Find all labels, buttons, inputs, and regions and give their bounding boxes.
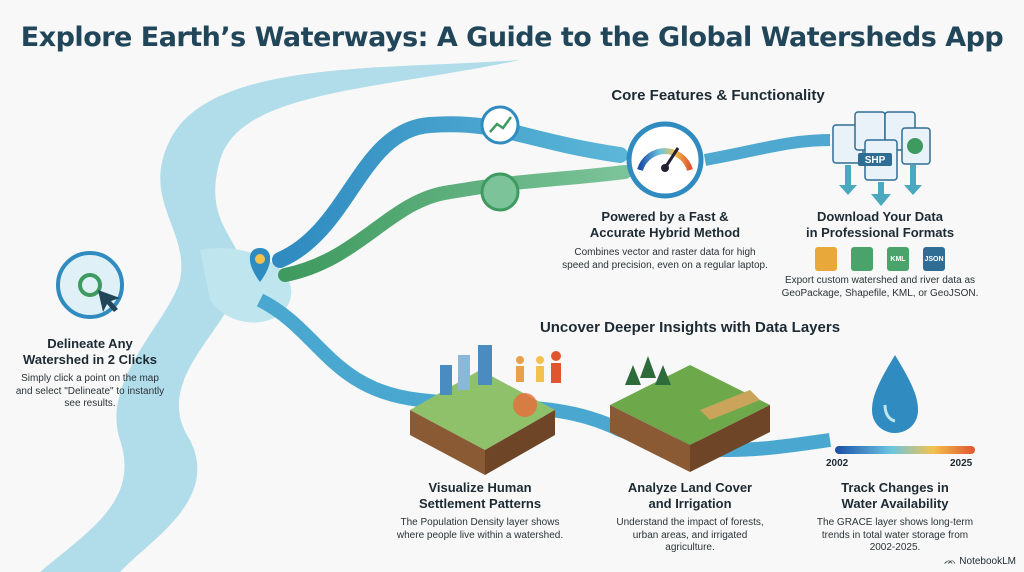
grace-color-bar <box>835 446 975 454</box>
shapefile-icon <box>851 247 873 271</box>
raster-icon <box>480 172 520 212</box>
geojson-icon: JSON <box>923 247 945 271</box>
notebooklm-branding: ᨏ NotebookLM <box>944 556 1016 567</box>
branch-green <box>278 165 632 282</box>
notebooklm-icon: ᨏ <box>943 556 957 567</box>
svg-text:SHP: SHP <box>865 155 886 166</box>
download-title-1: Download Your Data <box>817 209 943 224</box>
hybrid-title-1: Powered by a Fast & <box>601 209 729 224</box>
delineate-desc: Simply click a point on the map and sele… <box>15 373 165 409</box>
landcover-desc: Understand the impact of forests, urban … <box>616 517 764 553</box>
water-title-2: Water Availability <box>841 496 949 511</box>
hybrid-feature: Powered by a Fast & Accurate Hybrid Meth… <box>560 209 770 272</box>
cursor-icon <box>56 251 124 319</box>
trend-icon <box>480 105 520 145</box>
download-title-2: in Professional Formats <box>805 225 955 240</box>
delineate-feature: Delineate Any Watershed in 2 Clicks Simp… <box>0 336 180 411</box>
landcover-title-2: and Irrigation <box>648 496 732 511</box>
hybrid-desc: Combines vector and raster data for high… <box>562 247 768 271</box>
geopackage-icon <box>815 247 837 271</box>
branch-upper <box>272 116 628 268</box>
landcover-feature: Analyze Land Cover and Irrigation Unders… <box>610 480 770 555</box>
main-river <box>40 60 520 572</box>
page-title: Explore Earth’s Waterways: A Guide to th… <box>20 22 1004 53</box>
download-desc: Export custom watershed and river data a… <box>781 275 979 299</box>
kml-icon: KML <box>887 247 909 271</box>
water-feature: Track Changes in Water Availability The … <box>815 480 975 555</box>
map-pin-icon <box>249 248 271 282</box>
hybrid-title-2: Accurate Hybrid Method <box>589 225 741 240</box>
delineate-title-1: Delineate Any <box>47 336 133 351</box>
landcover-title-1: Analyze Land Cover <box>627 480 753 495</box>
people-icon <box>516 351 561 383</box>
delineate-title-2: Watershed in 2 Clicks <box>23 352 157 367</box>
branch-files <box>703 134 831 166</box>
gauge-icon <box>626 121 704 199</box>
water-title-1: Track Changes in <box>841 480 949 495</box>
water-drop-icon <box>872 355 918 433</box>
water-desc: The GRACE layer shows long-term trends i… <box>816 517 974 553</box>
insights-heading: Uncover Deeper Insights with Data Layers <box>539 319 841 336</box>
settlement-block <box>410 345 555 475</box>
file-stack-icon: SHP <box>832 111 931 206</box>
year-end: 2025 <box>950 458 973 469</box>
year-start: 2002 <box>826 458 849 469</box>
notebooklm-label: NotebookLM <box>959 556 1016 567</box>
download-feature: Download Your Data in Professional Forma… <box>770 209 990 300</box>
settlement-desc: The Population Density layer shows where… <box>396 517 564 541</box>
settlement-title-1: Visualize Human <box>428 480 532 495</box>
settlement-title-2: Settlement Patterns <box>418 496 542 511</box>
format-icons: KML JSON <box>770 247 990 271</box>
landcover-block <box>610 356 770 472</box>
core-features-heading: Core Features & Functionality <box>611 87 825 104</box>
settlement-feature: Visualize Human Settlement Patterns The … <box>395 480 565 542</box>
